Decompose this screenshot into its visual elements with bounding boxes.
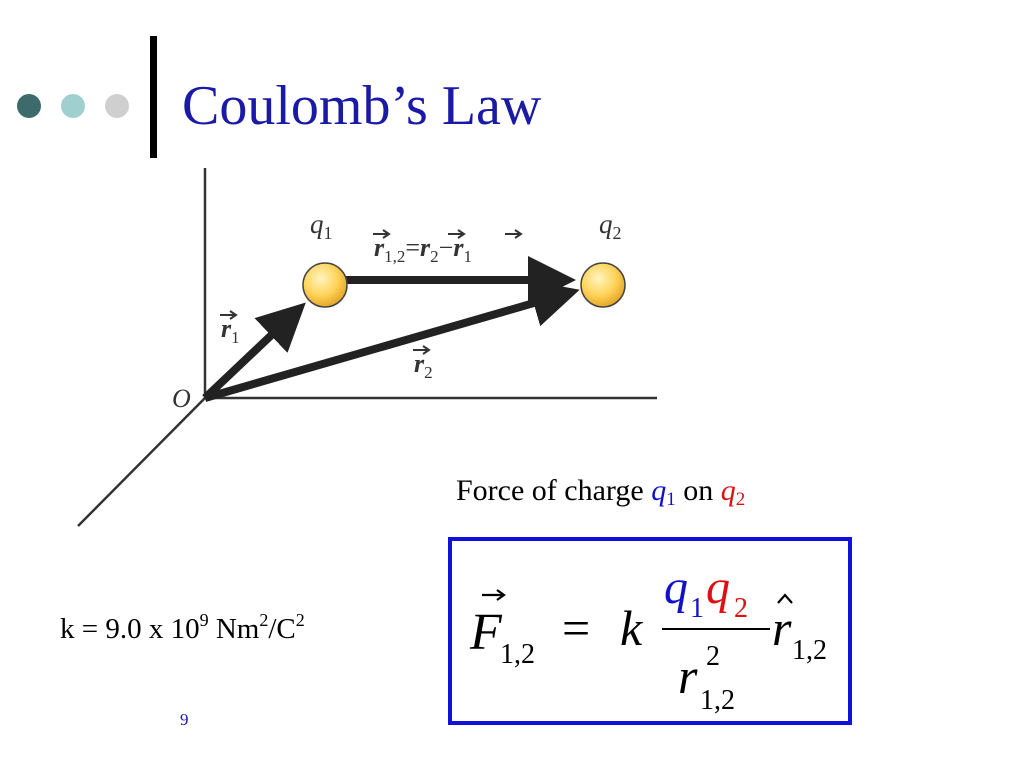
svg-text:r: r (678, 648, 698, 704)
label-q2: q2 (599, 209, 622, 243)
decor-dot-light (105, 94, 129, 118)
label-r1: r1 (220, 310, 240, 347)
svg-text:1: 1 (690, 593, 704, 624)
vector-r1 (202, 302, 306, 401)
page-number: 9 (180, 710, 189, 729)
origin-label: O (172, 384, 191, 413)
svg-text:1,2: 1,2 (500, 639, 535, 670)
label-r2: r2 (413, 345, 433, 382)
charge-q1 (302, 262, 348, 308)
svg-text:2: 2 (706, 641, 720, 672)
decor-dot-dark (17, 94, 41, 118)
svg-text:r2: r2 (414, 349, 433, 382)
coulomb-formula: F 1,2 = k q 1 q 2 r 2 1,2 r 1,2 (469, 561, 827, 716)
decor-dot-mid (61, 94, 85, 118)
formula-denominator: r 2 1,2 (678, 641, 735, 716)
svg-text:1,2: 1,2 (700, 685, 735, 716)
svg-text:q: q (664, 561, 688, 614)
formula-force: F 1,2 (469, 589, 535, 670)
coulomb-formula-box: F 1,2 = k q 1 q 2 r 2 1,2 r 1,2 (448, 537, 852, 725)
svg-text:r1,2=r2−r1: r1,2=r2−r1 (374, 233, 472, 266)
label-r12-equation: r1,2=r2−r1 (373, 229, 523, 266)
formula-k: k (620, 600, 643, 656)
z-axis (77, 397, 206, 527)
charge-q2 (580, 262, 626, 308)
svg-text:F: F (469, 604, 503, 661)
label-q1: q1 (310, 209, 333, 243)
svg-text:1,2: 1,2 (792, 635, 827, 666)
formula-numerator: q 1 q 2 (664, 561, 748, 624)
svg-text:r: r (772, 600, 792, 656)
svg-text:2: 2 (734, 593, 748, 624)
title-divider-bar (150, 36, 157, 158)
svg-text:q: q (706, 561, 730, 614)
formula-equals: = (562, 600, 590, 656)
coulomb-constant: k = 9.0 x 109 Nm2/C2 (60, 610, 305, 645)
formula-unit-vector: r 1,2 (772, 593, 827, 666)
svg-text:r1: r1 (221, 314, 240, 347)
force-caption: Force of charge q1 on q2 (456, 474, 746, 510)
page-title: Coulomb’s Law (182, 75, 542, 137)
vector-r2 (203, 280, 580, 402)
